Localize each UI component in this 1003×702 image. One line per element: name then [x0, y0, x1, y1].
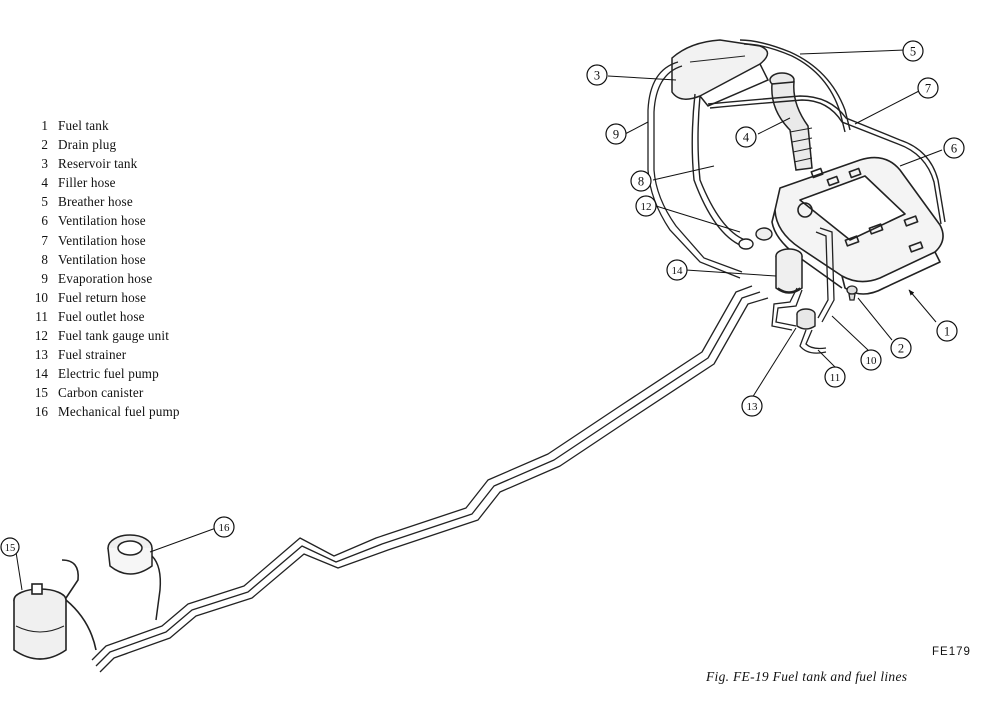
callout-3: 3 — [586, 64, 608, 86]
legend-item: 3 Reservoir tank — [22, 154, 242, 173]
legend-item: 11 Fuel outlet hose — [22, 307, 242, 326]
callout-13: 13 — [741, 395, 763, 417]
reservoir-tank — [671, 39, 770, 107]
pump-lines — [771, 227, 835, 354]
legend-label: Drain plug — [58, 137, 117, 153]
legend-item: 1 Fuel tank — [22, 116, 242, 135]
legend-number: 14 — [34, 366, 48, 382]
legend-label: Electric fuel pump — [58, 366, 159, 382]
carbon-canister — [13, 559, 97, 660]
svg-text:2: 2 — [898, 342, 904, 356]
callout-2: 2 — [890, 337, 912, 359]
legend-item: 9 Evaporation hose — [22, 269, 242, 288]
svg-text:14: 14 — [672, 265, 684, 277]
figure-code: FE179 — [932, 646, 971, 658]
svg-text:3: 3 — [594, 69, 600, 83]
legend-number: 9 — [41, 270, 48, 286]
leader-lines — [15, 49, 943, 591]
svg-text:8: 8 — [638, 175, 644, 189]
legend-label: Mechanical fuel pump — [58, 404, 180, 420]
legend-number: 7 — [41, 232, 48, 248]
svg-text:13: 13 — [747, 401, 759, 413]
svg-text:16: 16 — [219, 522, 231, 534]
legend-label: Breather hose — [58, 194, 133, 210]
fuel-tank-gauge-unit — [738, 227, 773, 250]
legend-number: 6 — [41, 213, 48, 229]
legend-label: Ventilation hose — [58, 213, 146, 229]
svg-text:11: 11 — [830, 372, 841, 384]
drain-plug — [846, 285, 858, 301]
legend-number: 1 — [41, 118, 48, 133]
svg-text:4: 4 — [743, 131, 750, 145]
svg-text:15: 15 — [5, 543, 16, 554]
legend-item: 15 Carbon canister — [22, 383, 242, 402]
callout-9: 9 — [605, 123, 627, 145]
electric-fuel-pump — [775, 248, 803, 294]
callout-15: 15 — [0, 537, 20, 557]
svg-text:9: 9 — [613, 128, 619, 142]
filler-hose — [769, 72, 813, 171]
legend-label: Ventilation hose — [58, 232, 146, 248]
legend-number: 8 — [41, 251, 48, 267]
legend-label: Fuel tank gauge unit — [58, 328, 170, 344]
parts-legend: 1 Fuel tank 2 Drain plug 3 Reservoir tank 4… — [22, 116, 242, 422]
legend-label: Ventilation hose — [58, 251, 146, 267]
legend-label: Fuel outlet hose — [58, 308, 145, 324]
legend-item: 14 Electric fuel pump — [22, 364, 242, 383]
breather-and-vent-hoses — [691, 39, 946, 247]
legend-item: 12 Fuel tank gauge unit — [22, 326, 242, 345]
legend-number: 5 — [41, 194, 48, 210]
legend-label: Fuel tank — [58, 118, 109, 133]
figure-caption: Fig. FE-19 Fuel tank and fuel lines — [706, 669, 908, 684]
callout-16: 16 — [213, 516, 235, 538]
legend-label: Carbon canister — [58, 385, 144, 401]
legend-item: 10 Fuel return hose — [22, 288, 242, 307]
legend-number: 11 — [35, 308, 48, 324]
legend-label: Filler hose — [58, 175, 116, 191]
legend-label: Fuel strainer — [58, 347, 127, 363]
callout-6: 6 — [943, 137, 965, 159]
legend-number: 13 — [34, 347, 48, 363]
fuel-strainer — [796, 308, 816, 330]
callout-1: 1 — [936, 320, 958, 342]
legend-item: 4 Filler hose — [22, 173, 242, 192]
fuel-tank — [771, 156, 944, 295]
svg-text:7: 7 — [925, 82, 931, 96]
legend-number: 2 — [41, 137, 48, 153]
legend-item: 13 Fuel strainer — [22, 345, 242, 364]
svg-text:5: 5 — [910, 45, 916, 59]
legend-item: 2 Drain plug — [22, 135, 242, 154]
callout-10: 10 — [860, 349, 882, 371]
svg-text:12: 12 — [641, 201, 652, 213]
callout-11: 11 — [824, 366, 846, 388]
svg-text:10: 10 — [866, 355, 878, 367]
legend-number: 12 — [34, 328, 48, 344]
legend-number: 10 — [34, 289, 48, 305]
callout-4: 4 — [735, 126, 757, 148]
legend-number: 16 — [34, 404, 48, 420]
callout-12: 12 — [635, 195, 657, 217]
legend-item: 8 Ventilation hose — [22, 250, 242, 269]
legend-item: 7 Ventilation hose — [22, 231, 242, 250]
legend-number: 4 — [41, 175, 48, 191]
callout-14: 14 — [666, 259, 688, 281]
legend-item: 16 Mechanical fuel pump — [22, 402, 242, 421]
callouts: 1 2 3 4 5 6 7 8 9 10 11 12 13 14 15 16 — [0, 40, 965, 557]
legend-item: 6 Ventilation hose — [22, 211, 242, 230]
legend-label: Reservoir tank — [58, 156, 138, 172]
evaporation-hose — [647, 61, 743, 279]
callout-5: 5 — [902, 40, 924, 62]
callout-8: 8 — [630, 170, 652, 192]
legend-label: Fuel return hose — [58, 289, 147, 305]
legend-label: Evaporation hose — [58, 270, 153, 286]
mechanical-fuel-pump — [107, 534, 162, 621]
legend-number: 3 — [41, 156, 48, 172]
svg-text:6: 6 — [951, 142, 957, 156]
legend-item: 5 Breather hose — [22, 192, 242, 211]
svg-text:1: 1 — [944, 325, 950, 339]
main-fuel-lines — [91, 285, 769, 673]
callout-7: 7 — [917, 77, 939, 99]
legend-number: 15 — [34, 385, 48, 401]
